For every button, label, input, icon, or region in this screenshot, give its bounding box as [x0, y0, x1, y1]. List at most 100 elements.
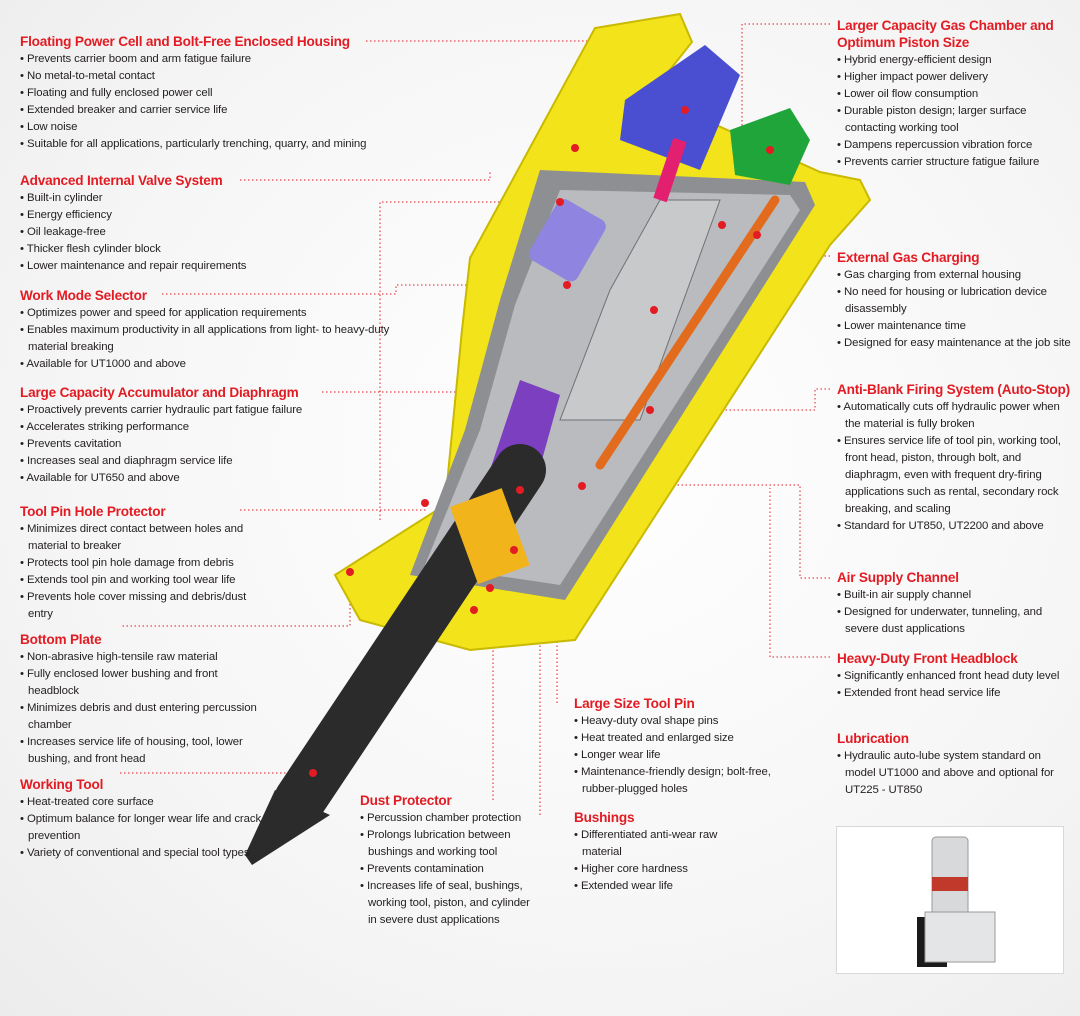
callout-lubrication: LubricationHydraulic auto-lube system st… — [837, 730, 1072, 799]
feature-item: Extended wear life — [574, 878, 744, 895]
feature-list: Hydraulic auto-lube system standard on m… — [837, 748, 1072, 799]
callout-floating-power-cell: Floating Power Cell and Bolt-Free Enclos… — [20, 33, 450, 153]
feature-item: Optimizes power and speed for applicatio… — [20, 305, 390, 322]
feature-item: Extended front head service life — [837, 685, 1072, 702]
feature-item: Available for UT1000 and above — [20, 356, 390, 373]
feature-item: Prevents contamination — [360, 861, 540, 878]
feature-list: Optimizes power and speed for applicatio… — [20, 305, 390, 373]
feature-item: Significantly enhanced front head duty l… — [837, 668, 1072, 685]
callout-title: Large Capacity Accumulator and Diaphragm — [20, 385, 299, 400]
feature-item: Available for UT650 and above — [20, 470, 390, 487]
gas-chamber-block — [620, 45, 740, 170]
callout-title: Bushings — [574, 810, 635, 825]
feature-item: Automatically cuts off hydraulic power w… — [837, 399, 1075, 433]
callout-title: Heavy-Duty Front Headblock — [837, 651, 1018, 666]
callout-title: Air Supply Channel — [837, 570, 959, 585]
leader-lines — [120, 23, 830, 815]
feature-item: Protects tool pin hole damage from debri… — [20, 555, 270, 572]
feature-item: Heat treated and enlarged size — [574, 730, 774, 747]
callout-title: Larger Capacity Gas Chamber and Optimum … — [837, 18, 1054, 50]
feature-item: Standard for UT850, UT2200 and above — [837, 518, 1075, 535]
feature-item: Proactively prevents carrier hydraulic p… — [20, 402, 390, 419]
feature-item: Extended breaker and carrier service lif… — [20, 102, 450, 119]
feature-item: Higher impact power delivery — [837, 69, 1072, 86]
feature-item: Maintenance-friendly design; bolt-free, … — [574, 764, 774, 798]
piston — [559, 199, 721, 421]
feature-item: Non-abrasive high-tensile raw material — [20, 649, 270, 666]
feature-item: Minimizes direct contact between holes a… — [20, 521, 270, 555]
callout-anti-blank-firing: Anti-Blank Firing System (Auto-Stop) Auto… — [837, 381, 1075, 535]
callout-title: Large Size Tool Pin — [574, 696, 695, 711]
feature-list: Heavy-duty oval shape pinsHeat treated a… — [574, 713, 774, 798]
lubrication-unit-photo — [836, 826, 1064, 974]
feature-item: Longer wear life — [574, 747, 774, 764]
feature-item: Hybrid energy-efficient design — [837, 52, 1072, 69]
feature-item: Fully enclosed lower bushing and front h… — [20, 666, 270, 700]
feature-item: Variety of conventional and special tool… — [20, 845, 275, 862]
feature-item: Accelerates striking performance — [20, 419, 390, 436]
feature-list: Hybrid energy-efficient designHigher imp… — [837, 52, 1072, 171]
callout-working-tool: Working ToolHeat-treated core surfaceOpt… — [20, 776, 275, 862]
feature-item: Thicker flesh cylinder block — [20, 241, 350, 258]
feature-item: Prevents carrier structure fatigue failu… — [837, 154, 1072, 171]
feature-item: Increases service life of housing, tool,… — [20, 734, 270, 768]
feature-item: No metal-to-metal contact — [20, 68, 450, 85]
callout-dust-protector: Dust ProtectorPercussion chamber protect… — [360, 792, 540, 929]
callout-title: Dust Protector — [360, 793, 452, 808]
feature-list: Minimizes direct contact between holes a… — [20, 521, 270, 623]
feature-item: Lower maintenance and repair requirement… — [20, 258, 350, 275]
feature-item: Prevents hole cover missing and debris/d… — [20, 589, 270, 623]
callout-tool-pin-hole-protector: Tool Pin Hole ProtectorMinimizes direct … — [20, 503, 270, 623]
feature-list: Gas charging from external housingNo nee… — [837, 267, 1072, 352]
callout-dots — [309, 106, 774, 777]
callout-work-mode-selector: Work Mode SelectorOptimizes power and sp… — [20, 287, 390, 373]
feature-item: No need for housing or lubrication devic… — [837, 284, 1072, 318]
callout-title: External Gas Charging — [837, 250, 980, 265]
feature-list: Proactively prevents carrier hydraulic p… — [20, 402, 390, 487]
valve-part — [529, 199, 606, 282]
callout-title: Working Tool — [20, 777, 104, 792]
callout-title: Floating Power Cell and Bolt-Free Enclos… — [20, 34, 350, 49]
feature-item: Prolongs lubrication between bushings an… — [360, 827, 540, 861]
feature-item: Low noise — [20, 119, 450, 136]
feature-item: Dampens repercussion vibration force — [837, 137, 1072, 154]
feature-list: Significantly enhanced front head duty l… — [837, 668, 1072, 702]
feature-item: Suitable for all applications, particula… — [20, 136, 450, 153]
feature-list: Built-in cylinderEnergy efficiencyOil le… — [20, 190, 350, 275]
feature-item: Optimum balance for longer wear life and… — [20, 811, 275, 845]
orange-rod — [595, 195, 780, 470]
callout-air-supply-channel: Air Supply ChannelBuilt-in air supply ch… — [837, 569, 1072, 638]
feature-item: Durable piston design; larger surface co… — [837, 103, 1072, 137]
feature-item: Hydraulic auto-lube system standard on m… — [837, 748, 1072, 799]
feature-item: Increases life of seal, bushings, workin… — [360, 878, 540, 929]
feature-item: Percussion chamber protection — [360, 810, 540, 827]
feature-item: Prevents carrier boom and arm fatigue fa… — [20, 51, 450, 68]
feature-item: Ensures service life of tool pin, workin… — [837, 433, 1075, 518]
callout-title: Lubrication — [837, 731, 909, 746]
feature-item: Prevents cavitation — [20, 436, 390, 453]
feature-item: Lower maintenance time — [837, 318, 1072, 335]
feature-item: Higher core hardness — [574, 861, 744, 878]
feature-list: Differentiated anti-wear raw materialHig… — [574, 827, 744, 895]
feature-list: Heat-treated core surfaceOptimum balance… — [20, 794, 275, 862]
callout-accumulator-diaphragm: Large Capacity Accumulator and Diaphragm… — [20, 384, 390, 487]
callout-title: Advanced Internal Valve System — [20, 173, 223, 188]
feature-item: Enables maximum productivity in all appl… — [20, 322, 390, 356]
callout-bottom-plate: Bottom PlateNon-abrasive high-tensile ra… — [20, 631, 270, 768]
feature-item: Energy efficiency — [20, 207, 350, 224]
callout-title: Tool Pin Hole Protector — [20, 504, 166, 519]
feature-list: Percussion chamber protectionProlongs lu… — [360, 810, 540, 929]
callout-title: Anti-Blank Firing System (Auto-Stop) — [837, 382, 1070, 397]
callout-heavy-duty-headblock: Heavy-Duty Front HeadblockSignificantly … — [837, 650, 1072, 702]
feature-item: Built-in cylinder — [20, 190, 350, 207]
callout-bushings: BushingsDifferentiated anti-wear raw mat… — [574, 809, 744, 895]
tool-pin — [450, 488, 530, 585]
callout-gas-chamber-piston: Larger Capacity Gas Chamber and Optimum … — [837, 17, 1072, 171]
feature-item: Heat-treated core surface — [20, 794, 275, 811]
feature-item: Extends tool pin and working tool wear l… — [20, 572, 270, 589]
callout-advanced-internal-valve: Advanced Internal Valve SystemBuilt-in c… — [20, 172, 350, 275]
callout-large-size-tool-pin: Large Size Tool PinHeavy-duty oval shape… — [574, 695, 774, 798]
feature-list: Automatically cuts off hydraulic power w… — [837, 399, 1075, 535]
feature-item: Designed for underwater, tunneling, and … — [837, 604, 1072, 638]
